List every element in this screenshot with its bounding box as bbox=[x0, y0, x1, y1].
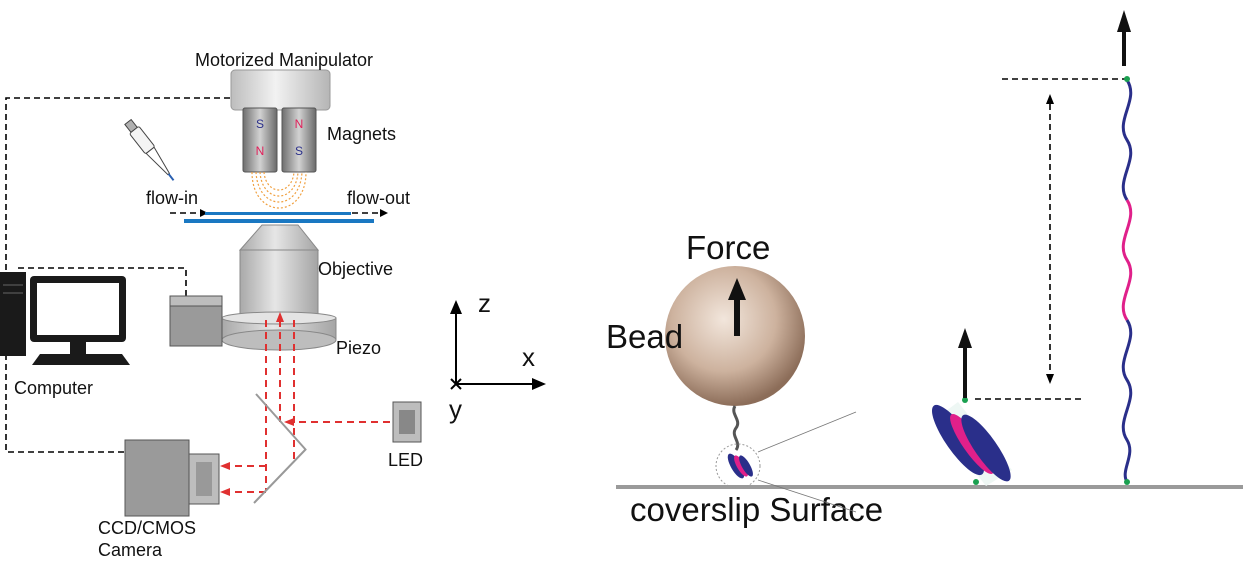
manipulator-label: Motorized Manipulator bbox=[195, 50, 373, 70]
led-beam-arrowhead-icon bbox=[284, 418, 294, 426]
pole-s-left: S bbox=[256, 117, 264, 131]
objective: Objective bbox=[238, 224, 393, 321]
coverslip bbox=[184, 219, 374, 223]
bead-label: Bead bbox=[606, 318, 683, 355]
piezo-stage: Piezo bbox=[221, 311, 381, 358]
piezo-label: Piezo bbox=[336, 338, 381, 358]
computer-label: Computer bbox=[14, 378, 93, 398]
manipulator-cable bbox=[5, 97, 230, 453]
magnetic-field-lines bbox=[251, 171, 307, 209]
pole-s-right: S bbox=[295, 144, 303, 158]
molecule-force-arrow-icon bbox=[958, 328, 972, 348]
surface-label: coverslip Surface bbox=[630, 491, 883, 528]
bead-tether bbox=[732, 405, 740, 451]
objective-label: Objective bbox=[318, 259, 393, 279]
flow-in-arrow-icon bbox=[200, 209, 208, 217]
coiled-molecule-small bbox=[715, 411, 857, 513]
tether-panel: coverslip Surface Bead Force bbox=[606, 10, 1243, 528]
force-label: Force bbox=[686, 229, 770, 266]
flow-channel: flow-in flow-out bbox=[146, 188, 410, 223]
setup-panel: Motorized Manipulator S N N S Magnets bbox=[0, 50, 546, 560]
extended-force-arrow-icon bbox=[1117, 10, 1131, 32]
extension-marker bbox=[975, 78, 1126, 400]
pipette-icon bbox=[124, 118, 175, 181]
computer-icon: Computer bbox=[0, 272, 130, 398]
camera-label-line2: Camera bbox=[98, 540, 163, 560]
pole-n-right: N bbox=[295, 117, 304, 131]
led-label: LED bbox=[388, 450, 423, 470]
magnets-label: Magnets bbox=[327, 124, 396, 144]
light-path bbox=[220, 312, 390, 504]
pole-n-left: N bbox=[256, 144, 265, 158]
flow-out-label: flow-out bbox=[347, 188, 410, 208]
magnets: S N N S Magnets bbox=[242, 107, 396, 173]
axis-x-label: x bbox=[522, 342, 535, 372]
motorized-manipulator: Motorized Manipulator bbox=[195, 50, 373, 111]
flow-out-arrow-icon bbox=[380, 209, 388, 217]
axis-z-label: z bbox=[478, 288, 491, 318]
piezo-controller bbox=[169, 295, 223, 347]
coiled-molecule-large bbox=[931, 328, 1012, 486]
flow-cell-slide bbox=[205, 212, 351, 215]
extended-molecule bbox=[1117, 10, 1133, 485]
led-source: LED bbox=[388, 401, 423, 470]
coordinate-axes: z x y bbox=[449, 288, 546, 424]
flow-in-label: flow-in bbox=[146, 188, 198, 208]
bead-force-arrow-icon bbox=[728, 278, 746, 300]
camera-label-line1: CCD/CMOS bbox=[98, 518, 196, 538]
axis-y-label: y bbox=[449, 394, 462, 424]
bead: Bead bbox=[606, 266, 805, 406]
camera: CCD/CMOS Camera bbox=[98, 439, 220, 560]
